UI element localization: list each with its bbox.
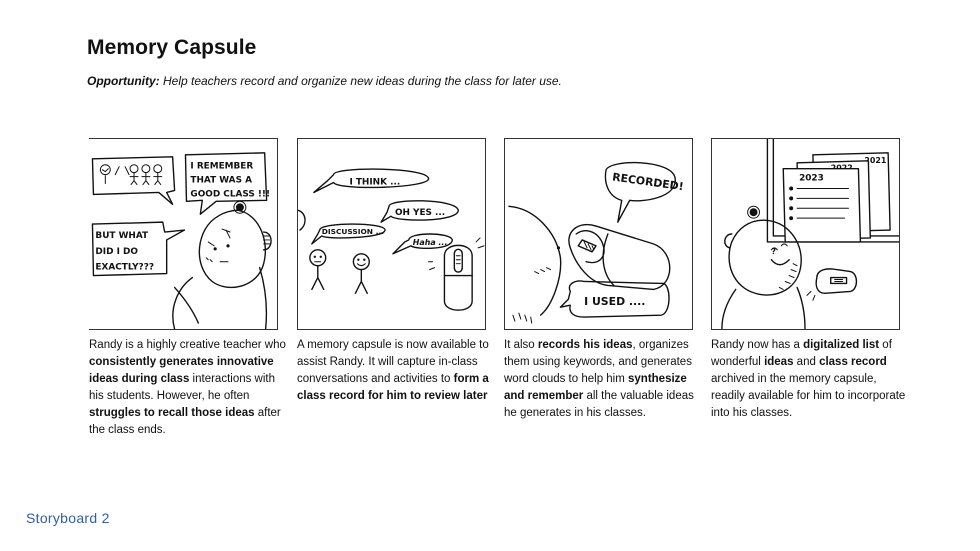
caption-text: archived in the memory capsule, readily …	[711, 373, 906, 419]
bubble-text: Haha ...	[413, 238, 448, 247]
caption-emphasis: records his ideas	[537, 339, 633, 351]
caption-emphasis: ideas	[764, 356, 794, 368]
storyboard-panel-1: I REMEMBER THAT WAS A GOOD CLASS !!! BUT…	[89, 138, 278, 330]
archive-year-label: 2021	[864, 156, 886, 165]
caption-text: all the valuable ideas he generates in h…	[504, 390, 694, 419]
archive-year-label: 2023	[799, 174, 824, 184]
caption-emphasis: class record	[819, 356, 887, 368]
caption-emphasis: form a class record for him to review la…	[297, 373, 489, 402]
bubble-text: DID I DO	[95, 247, 138, 257]
caption-emphasis: synthesize and remember	[504, 373, 687, 402]
panel-caption-4: Randy now has a digitalized list of wond…	[711, 337, 911, 422]
caption-emphasis: digitalized list	[803, 339, 880, 351]
bubble-text: BUT WHAT	[95, 231, 149, 241]
sketch-capsule-recording: RECORDED! I USED ....	[508, 161, 684, 324]
storyboard-panel-4: 2021 2022 2023 ?	[711, 138, 900, 330]
panel-caption-2: A memory capsule is now available to ass…	[297, 337, 497, 405]
caption-text: and	[793, 356, 820, 368]
storyboard-panel-2: I THINK ... OH YES ... DISCUSSION ... Ha…	[297, 138, 486, 330]
caption-text: after the class ends.	[89, 407, 281, 436]
bubble-text: OH YES ...	[395, 208, 445, 218]
bubble-text: I USED ....	[584, 295, 645, 308]
page-title: Memory Capsule	[87, 36, 257, 59]
bubble-text: EXACTLY???	[95, 263, 154, 273]
caption-text: Randy is a highly creative teacher who	[89, 339, 286, 351]
caption-emphasis: struggles to recall those ideas	[89, 407, 255, 419]
caption-text: , organizes them using keywords, and gen…	[504, 339, 692, 385]
bubble-text: DISCUSSION ...	[322, 227, 384, 236]
caption-text: A memory capsule is now available to ass…	[297, 339, 489, 385]
bubble-text: I THINK ...	[349, 178, 400, 188]
sketch-teacher-remembering: I REMEMBER THAT WAS A GOOD CLASS !!! BUT…	[91, 152, 272, 329]
storyboard-label: Storyboard 2	[26, 510, 110, 526]
caption-emphasis: consistently generates innovative ideas …	[89, 356, 274, 385]
opportunity-text: Help teachers record and organize new id…	[159, 74, 562, 88]
panel-caption-3: It also records his ideas, organizes the…	[504, 337, 704, 422]
caption-text: Randy now has a	[711, 339, 804, 351]
panel-caption-1: Randy is a highly creative teacher who c…	[89, 337, 289, 439]
bubble-text: I REMEMBER	[190, 162, 253, 172]
caption-text: interactions with his students. However,…	[89, 373, 276, 402]
opportunity-statement: Opportunity: Help teachers record and or…	[87, 74, 562, 88]
face-mark: ?	[771, 247, 776, 256]
bubble-text: GOOD CLASS !!!	[190, 189, 270, 199]
caption-text: of wonderful	[711, 339, 892, 368]
sketch-class-discussion: I THINK ... OH YES ... DISCUSSION ... Ha…	[298, 168, 485, 311]
bubble-text: THAT WAS A	[190, 176, 252, 186]
opportunity-label: Opportunity:	[87, 74, 160, 88]
caption-text: It also	[504, 339, 538, 351]
storyboard-panel-3: RECORDED! I USED ....	[504, 138, 693, 330]
sketch-digital-archive: 2021 2022 2023 ?	[721, 139, 899, 329]
